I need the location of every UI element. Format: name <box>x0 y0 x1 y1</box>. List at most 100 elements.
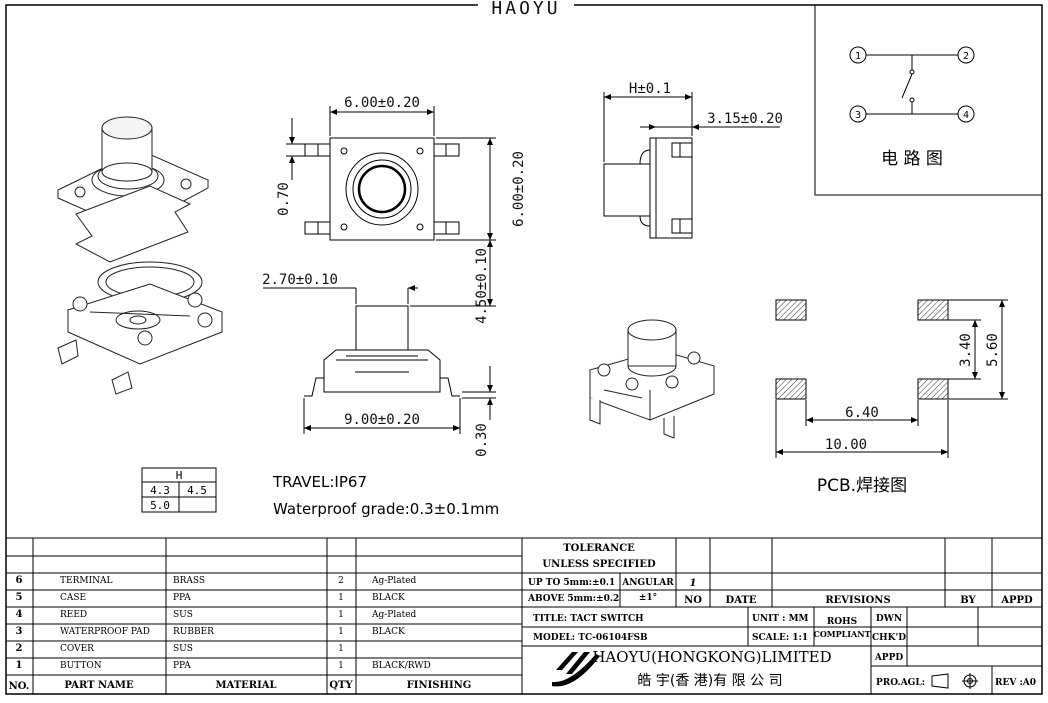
revisions-date-header: DATE <box>726 595 757 606</box>
dim-top-pin: 0.70 <box>276 182 292 216</box>
dim-side-h: H±0.1 <box>629 81 671 97</box>
scale-field: SCALE: 1:1 <box>752 633 808 643</box>
pcb-label: PCB.焊接图 <box>817 476 907 496</box>
bom-cell-material: PPA <box>173 661 191 671</box>
h-table-cell: 5.0 <box>150 499 170 512</box>
pcb-pad <box>917 299 949 321</box>
bom-header-material: MATERIAL <box>215 680 276 691</box>
dwn-label: DWN <box>876 614 902 624</box>
pcb-pad <box>917 378 949 400</box>
top-view <box>286 106 496 241</box>
bom-cell-no: 6 <box>16 575 23 586</box>
schematic-title: 电 路 图 <box>881 149 943 169</box>
dim-pcb-pitch-x: 6.40 <box>845 405 879 421</box>
h-table-header: H <box>176 469 183 482</box>
dim-height-total: 4.50±0.10 <box>474 248 490 324</box>
dim-body-width: 9.00±0.20 <box>344 412 420 428</box>
bom-cell-part: COVER <box>60 644 94 654</box>
bom-cell-part: TERMINAL <box>60 576 112 586</box>
pcb-pad <box>775 378 807 400</box>
revisions-header: REVISIONS <box>825 595 890 606</box>
h-table-cell: 4.3 <box>150 484 170 497</box>
dim-top-width: 6.00±0.20 <box>344 95 420 111</box>
dim-button-dia: 2.70±0.10 <box>262 272 338 288</box>
brand-header: HAOYU <box>491 0 560 19</box>
dim-pcb-span-y: 5.60 <box>985 333 1001 367</box>
bom-cell-finish: BLACK <box>372 593 405 603</box>
bom-cell-finish: BLACK/RWD <box>372 661 431 671</box>
dim-top-height: 6.00±0.20 <box>511 151 527 227</box>
revisions-by-header: BY <box>960 595 976 606</box>
dim-pcb-span-x: 10.00 <box>825 437 867 453</box>
pin-4-label: 4 <box>963 110 969 121</box>
bom-table-grid <box>6 537 1042 694</box>
isometric-view <box>588 319 716 439</box>
company-name-en: HAOYU(HONGKONG)LIMITED <box>592 648 831 666</box>
bom-cell-finish: BLACK <box>372 627 405 637</box>
bom-cell-part: WATERPROOF PAD <box>60 627 150 637</box>
company-name-cn: 皓 宇(香 港)有 限 公 司 <box>637 673 782 689</box>
bom-cell-qty: 1 <box>338 644 344 654</box>
bom-cell-material: BRASS <box>173 576 205 586</box>
dim-pin-thick: 0.30 <box>474 423 490 457</box>
pcb-pad <box>775 299 807 321</box>
bom-cell-no: 3 <box>16 626 23 637</box>
company-logo <box>552 652 600 687</box>
side-view <box>603 92 780 239</box>
bom-cell-part: REED <box>60 610 87 620</box>
bom-cell-no: 2 <box>16 643 23 654</box>
bom-cell-qty: 2 <box>338 576 344 586</box>
bom-header-no: NO. <box>9 681 30 692</box>
tolerance-subtitle: UNLESS SPECIFIED <box>542 559 656 570</box>
bom-header-part: PART NAME <box>64 680 134 691</box>
bom-cell-material: SUS <box>173 644 193 654</box>
h-table-cell: 4.5 <box>187 484 207 497</box>
bom-cell-qty: 1 <box>338 661 344 671</box>
bom-cell-finish: Ag-Plated <box>371 610 417 620</box>
pro-agl-label: PRO.AGL: <box>876 678 925 688</box>
bom-header-qty: QTY <box>329 680 353 691</box>
waterproof-note: Waterproof grade:0.3±0.1mm <box>273 500 499 518</box>
tolerance-angular-value: ±1° <box>639 593 657 603</box>
bom-cell-qty: 1 <box>338 593 344 603</box>
bom-cell-no: 1 <box>16 660 23 671</box>
tolerance-title: TOLERANCE <box>563 543 635 554</box>
circuit-schematic: 1 2 3 4 电 路 图 <box>814 5 1042 196</box>
unit-field: UNIT : MM <box>752 614 809 624</box>
pin-3-label: 3 <box>855 110 861 121</box>
bom-cell-qty: 1 <box>338 627 344 637</box>
revisions-appd-header: APPD <box>1000 595 1033 606</box>
bom-cell-finish: Ag-Plated <box>371 576 417 586</box>
bom-cell-no: 4 <box>16 609 23 620</box>
tolerance-upto: UP TO 5mm:±0.1 <box>528 578 615 588</box>
chkd-label: CHK'D <box>872 633 906 643</box>
projection-symbol-icon <box>931 673 978 689</box>
title-block-grid <box>522 538 1042 694</box>
front-view <box>263 240 496 434</box>
travel-note: TRAVEL:IP67 <box>272 473 367 491</box>
bom-header-finish: FINISHING <box>407 680 472 691</box>
exploded-view <box>56 116 224 395</box>
revisions-no-header: NO <box>684 595 702 606</box>
dim-pcb-pitch-y: 3.40 <box>958 333 974 367</box>
bom-cell-qty: 1 <box>338 610 344 620</box>
tolerance-above: ABOVE 5mm:±0.2 <box>527 594 619 604</box>
bom-cell-material: PPA <box>173 593 191 603</box>
tolerance-angular: ANGULAR <box>621 578 674 588</box>
rev-label: REV :A0 <box>995 678 1036 688</box>
rohs-label: ROHS <box>827 617 857 627</box>
model-field: MODEL: TC-06104FSB <box>533 633 648 643</box>
appd-label: APPD <box>874 653 904 663</box>
bom-cell-material: SUS <box>173 610 193 620</box>
bom-cell-part: CASE <box>60 593 86 603</box>
bom-cell-material: RUBBER <box>173 627 214 637</box>
h-table <box>141 467 217 513</box>
title-field: TITLE: TACT SWITCH <box>533 614 644 624</box>
bom-cell-part: BUTTON <box>60 661 102 671</box>
bom-cell-no: 5 <box>16 592 23 603</box>
pin-2-label: 2 <box>963 51 969 62</box>
pcb-footprint <box>775 299 1008 458</box>
rohs-compliant-label: COMPLIANT <box>813 629 870 639</box>
